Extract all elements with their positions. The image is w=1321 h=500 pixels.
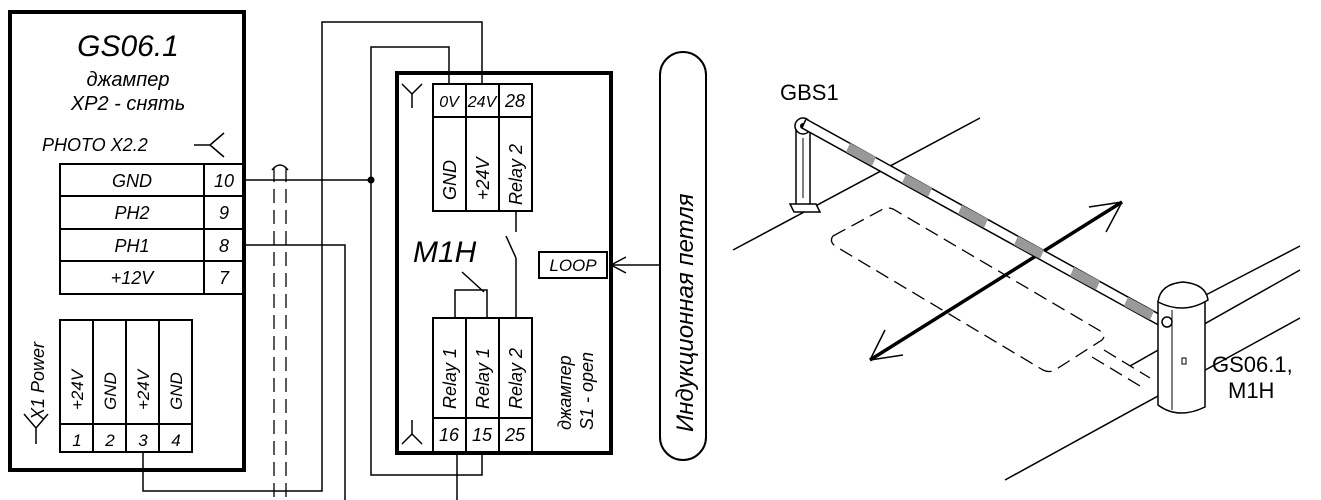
photo-pin-number: 10 bbox=[214, 171, 234, 191]
photo-pin-number: 8 bbox=[219, 236, 229, 256]
gs06-photo-connector-label: PHOTO X2.2 bbox=[42, 135, 148, 155]
m1h-bottom-pin-name: Relay 1 bbox=[473, 348, 493, 409]
cable-shield-top bbox=[271, 164, 289, 171]
m1h-top-pin-number: 0V bbox=[439, 94, 460, 111]
photo-pin-name: +12V bbox=[111, 268, 156, 288]
photo-pin-name: PH2 bbox=[114, 203, 149, 223]
m1h-top-pin-name: Relay 2 bbox=[506, 144, 526, 205]
m1h-top-pin-name: +24V bbox=[473, 155, 493, 200]
gs06-jumper-line2: XP2 - снять bbox=[70, 93, 185, 115]
traffic-arrow-tail-icon bbox=[869, 329, 904, 361]
loop-input-box bbox=[538, 251, 608, 279]
wire-ph1 bbox=[244, 244, 346, 500]
m1h-top-pin-number: 24V bbox=[467, 94, 498, 111]
bottom-connector-symbol-icon bbox=[401, 420, 423, 445]
m1h-bottom-terminal-block: Relay 1 Relay 1 Relay 2 16 15 25 bbox=[432, 317, 533, 453]
power-pin-number: 4 bbox=[171, 431, 180, 450]
m1h-jumper-line1: джампер bbox=[555, 355, 575, 430]
photo-pin-number: 7 bbox=[219, 268, 230, 288]
gbs1-label: GBS1 bbox=[780, 80, 839, 105]
power-connector-symbol-icon bbox=[23, 413, 49, 444]
power-pin-name: GND bbox=[101, 372, 120, 410]
road-edge-line bbox=[1199, 245, 1301, 299]
power-pin-name: +24V bbox=[68, 368, 87, 410]
power-pin-name: GND bbox=[167, 372, 186, 410]
wire-gnd-relay1 bbox=[370, 180, 483, 476]
m1h-top-pin-name: GND bbox=[440, 160, 460, 200]
gs06-title: GS06.1 bbox=[77, 30, 179, 63]
m1h-top-pin-number: 28 bbox=[504, 91, 525, 111]
m1h-bottom-pin-number: 16 bbox=[439, 425, 460, 445]
m1h-title: M1H bbox=[413, 236, 477, 269]
m1h-jumper-line2: S1 - open bbox=[577, 352, 597, 430]
m1h-bottom-pin-number: 15 bbox=[472, 425, 493, 445]
unit-label-line2: M1H bbox=[1228, 378, 1274, 403]
relay2-contact-icon bbox=[505, 211, 517, 318]
loop-signal-arrow-icon bbox=[610, 256, 660, 274]
loop-input-label: LOOP bbox=[549, 256, 597, 275]
photo-pin-name: PH1 bbox=[114, 236, 149, 256]
road-edge-line bbox=[1004, 317, 1301, 481]
m1h-bottom-pin-number: 25 bbox=[504, 425, 526, 445]
traffic-direction-line bbox=[869, 200, 1123, 362]
wire-gnd bbox=[244, 46, 450, 181]
power-pin-number: 1 bbox=[72, 431, 81, 450]
unit-label-line1: GS06.1, bbox=[1212, 352, 1293, 377]
inductive-loop-sensor: Индукционная петля bbox=[659, 51, 707, 461]
wires bbox=[142, 21, 483, 500]
power-terminal-block: +24V GND +24V GND 1 2 3 4 bbox=[59, 319, 193, 453]
power-pin-number: 3 bbox=[138, 431, 148, 450]
wire-24v bbox=[142, 21, 483, 492]
gs06-jumper-line1: джампер bbox=[87, 69, 170, 91]
m1h-bottom-pin-name: Relay 1 bbox=[440, 348, 460, 409]
m1h-bottom-pin-name: Relay 2 bbox=[506, 348, 526, 409]
gs06-controller: GS06.1 джампер XP2 - снять PHOTO X2.2 GN… bbox=[8, 10, 246, 472]
m1h-top-terminal-block: 0V 24V 28 GND +24V Relay 2 bbox=[432, 83, 533, 212]
power-pin-number: 2 bbox=[104, 431, 115, 450]
barrier-cabinet bbox=[1157, 281, 1209, 414]
photo-pin-name: GND bbox=[112, 171, 152, 191]
photo-terminal-block: GND 10 PH2 9 PH1 8 +12V 7 bbox=[59, 163, 245, 295]
induction-loop-lead bbox=[1091, 356, 1141, 387]
induction-loop-lead bbox=[1103, 349, 1151, 379]
loop-sensor-label: Индукционная петля bbox=[672, 193, 699, 432]
relay1-contact-icon bbox=[454, 271, 488, 318]
road-edge-line bbox=[732, 117, 981, 251]
traffic-arrow-head-icon bbox=[1088, 201, 1123, 233]
m1h-module: 0V 24V 28 GND +24V Relay 2 M1H LOOP Rela… bbox=[395, 71, 613, 455]
barrier-illustration: GBS1 GS06.1, M1H bbox=[732, 80, 1301, 481]
top-connector-symbol-icon bbox=[401, 83, 423, 108]
induction-loop-outline bbox=[830, 207, 1105, 373]
photo-connector-symbol-icon bbox=[194, 132, 225, 158]
photo-pin-number: 9 bbox=[219, 203, 229, 223]
gs06-power-connector-label: X1 Power bbox=[28, 341, 48, 421]
power-pin-name: +24V bbox=[134, 368, 153, 410]
